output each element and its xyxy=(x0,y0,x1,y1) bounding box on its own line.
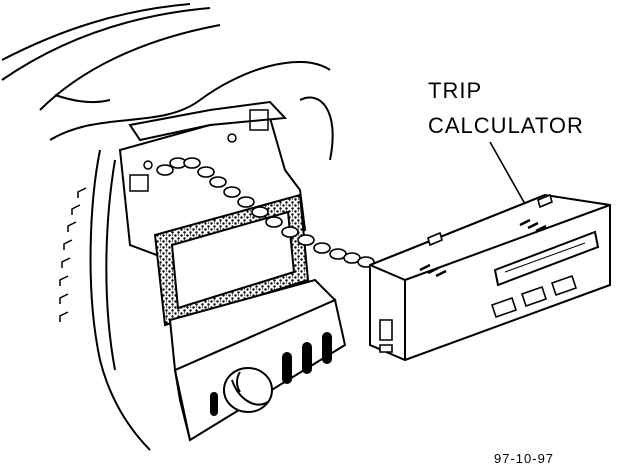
trip-calculator-module xyxy=(369,193,611,362)
module-buttons xyxy=(490,274,578,319)
knob-icon xyxy=(223,367,273,413)
module-vent-marks xyxy=(419,218,547,278)
door-seal xyxy=(89,149,151,451)
module-display-window xyxy=(493,230,600,287)
callout-label-line-1: TRIP xyxy=(428,78,483,103)
module-tabs xyxy=(379,193,553,353)
bezel-slots xyxy=(210,332,332,416)
callout-leader-line xyxy=(489,141,526,205)
windshield-pillar xyxy=(1,3,331,141)
wiring-harness-icon xyxy=(156,157,375,268)
callout-label-line-2: CALCULATOR xyxy=(428,113,584,138)
mounting-screws xyxy=(129,109,269,192)
foam-lined-opening xyxy=(153,193,310,327)
figure-code: 97-10-97 xyxy=(494,451,555,464)
door-seal-hooks xyxy=(59,187,87,322)
